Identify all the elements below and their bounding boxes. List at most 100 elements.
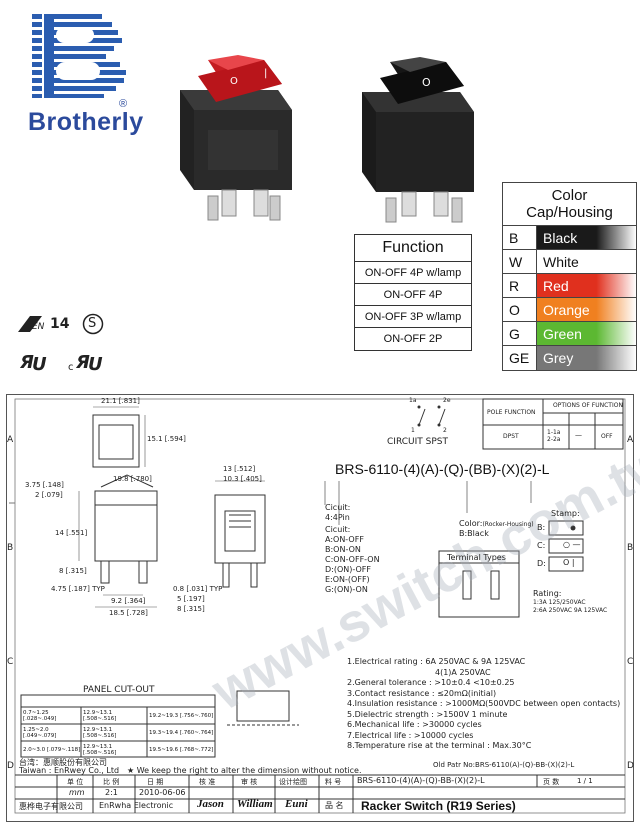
brotherly-logo-mark (32, 14, 126, 98)
notice-text: ★ We keep the right to alter the dimensi… (127, 766, 362, 775)
company-en: Taiwan : EnRwey Co., Ltd (19, 766, 120, 775)
tb-header: 日 期 (147, 778, 164, 786)
svg-text:|: | (264, 68, 267, 79)
svg-text:Я: Я (19, 352, 34, 373)
stamp-d-symbol: O | (563, 558, 575, 567)
rating-line: 2:6A 250VAC 9A 125VAC (533, 607, 608, 614)
panel-cell: 19.3~19.4 [.760~.764] (149, 729, 214, 736)
dim-label: 0.8 [.031] TYP (173, 585, 223, 593)
registered-mark: ® (119, 98, 128, 110)
product-name-label: 品 名 (325, 801, 344, 810)
color-code: O (503, 298, 537, 321)
color-swatch: Grey (537, 346, 636, 370)
spec-line: 1.Electrical rating : 6A 250VAC & 9A 125… (347, 657, 526, 666)
panel-cutout-title: PANEL CUT-OUT (83, 685, 155, 695)
drawing-lines (9, 398, 626, 814)
cicuit-pin-count: Cicuit: 4:4Pin (325, 503, 351, 522)
s-mark-icon (82, 313, 104, 335)
dim-label: 3.75 [.148] (25, 481, 64, 489)
svg-text:O: O (230, 76, 238, 87)
terminal-types-title: Terminal Types (447, 553, 506, 562)
dim-label: 9.2 [.364] (111, 597, 146, 605)
tb-date: 2010-06-06 (139, 788, 186, 797)
tb-scale: 2:1 (105, 788, 118, 797)
spec-line: 3.Contact resistance : ≤20mΩ(initial) (347, 688, 497, 698)
tb-design: Euni (285, 798, 308, 810)
circuit-label: CIRCUIT SPST (387, 437, 448, 447)
pole-table-header: POLE FUNCTION (487, 409, 536, 416)
company-tw: 台湾：惠顺股份有限公司 (19, 758, 107, 767)
circuit-pin: 1 (411, 427, 415, 434)
spec-line: 4.Insulation resistance : >1000MΩ(500VDC… (347, 699, 621, 708)
tb-review: William (237, 798, 273, 810)
dim-label: 4.75 [.187] TYP (51, 585, 105, 593)
stamp-title: Stamp: (551, 509, 580, 518)
row-letter: D (627, 761, 634, 771)
row-letter: A (7, 435, 14, 445)
dim-label: 18.5 [.728] (109, 609, 148, 617)
color-title-line1: Color (551, 187, 588, 204)
stamp-option: C: (537, 541, 546, 550)
tb-part: BRS-6110-(4)(A)-(Q)-BB-(X)(2)-L (357, 776, 485, 785)
stamp-option: D: (537, 559, 546, 568)
function-table-title: Function (355, 235, 471, 262)
tb-header: 单 位 (67, 778, 84, 786)
tb-header: 核 准 (199, 778, 216, 786)
dim-label: 2 [.079] (35, 491, 63, 499)
row-letter: B (627, 543, 634, 553)
row-letter: B (7, 543, 14, 553)
pole-table-cell: — (575, 431, 582, 439)
cicuit-option: E:ON-(OFF) (325, 575, 370, 584)
dim-label: 21.1 [.831] (101, 397, 140, 405)
color-code: W (503, 250, 537, 273)
tb-page-label: 页 数 (543, 778, 560, 786)
cicuit-option: A:ON-OFF (325, 535, 364, 544)
old-part-number: Old Patr No:BRS-6110(A)-(Q)-BB-(X)(2)-L (433, 761, 575, 769)
color-code: G (503, 322, 537, 345)
spec-line: 6.Mechanical life : >30000 cycles (347, 720, 482, 729)
company-en2: EnRwha Electronic (99, 801, 174, 810)
color-swatch: Green (537, 322, 636, 345)
panel-cutout-rows: 0.7~1.25 [.028~.049]12.9~13.1 [.508~.516… (21, 707, 215, 758)
color-code: B (503, 226, 537, 249)
panel-cell: 12.9~13.1 [.508~.516] (83, 743, 117, 756)
circuit-pin: 2e (443, 397, 451, 404)
brand-name: Brotherly (28, 108, 144, 136)
function-row: ON-OFF 3P w/lamp (355, 306, 471, 328)
color-swatch: Red (537, 274, 636, 297)
stamp-c-symbol: ○ — (563, 540, 581, 549)
color-table-title: Color Cap/Housing (503, 183, 636, 226)
cul-recognized-icon: c Я U (68, 352, 103, 374)
part-number-code: BRS-6110-(4)(A)-(Q)-(BB)-(X)(2)-L (335, 461, 550, 477)
dim-label: 19.8 [.780] (113, 475, 152, 483)
cicuit-option: D:(ON)-OFF (325, 565, 371, 574)
color-title-line2: Cap/Housing (526, 204, 613, 221)
stamp-option: B: (537, 523, 546, 532)
s-mark-letter: S (88, 316, 97, 331)
pole-table-header: OPTIONS OF FUNCTION (553, 402, 623, 409)
function-row: ON-OFF 4P (355, 284, 471, 306)
color-code: R (503, 274, 537, 297)
rating-line: 1:3A 125/250VAC (533, 599, 586, 606)
tb-page: 1 / 1 (577, 777, 593, 785)
panel-row: 1.25~2.0 [.049~.079]12.9~13.1 [.508~.516… (21, 724, 215, 741)
color-code: GE (503, 346, 537, 370)
spec-line: 7.Electrical life : >10000 cycles (347, 730, 474, 740)
ul-recognized-icon: Я U (19, 352, 47, 374)
tb-header: 设计绘图 (279, 778, 307, 786)
red-rocker-switch-photo: O | (180, 55, 292, 221)
color-swatch: Orange (537, 298, 636, 321)
spec-line: 2.General tolerance : >10±0.4 <10±0.25 (347, 678, 515, 687)
color-label: Color: (459, 519, 483, 528)
color-option-example: B:Black (459, 529, 489, 538)
color-label-sub: (Rocker-Housing) (482, 521, 534, 528)
row-letter: D (7, 761, 14, 771)
panel-cell: 19.5~19.6 [.768~.772] (149, 746, 214, 753)
cicuit-option: G:(ON)-ON (325, 585, 368, 594)
circuit-pin: 1a (409, 397, 417, 404)
